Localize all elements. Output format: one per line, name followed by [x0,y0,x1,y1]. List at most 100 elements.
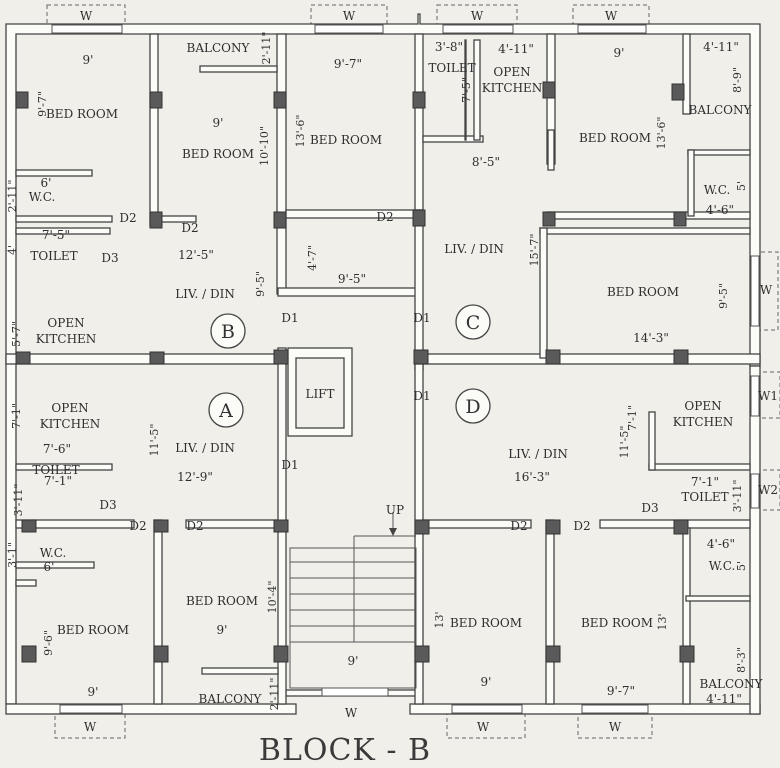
room-label: OPEN [51,401,88,415]
dimension-label: 9'-6" [42,630,55,656]
window-label: W [609,720,622,734]
dimension-label: 12'-5" [178,248,214,262]
lift-label: LIFT [305,387,334,401]
dimension-label: 9'-7" [36,91,49,117]
room-label: BED ROOM [581,616,653,630]
room-label: TOILET [428,61,475,75]
room-label: BED ROOM [186,594,258,608]
window-label: W [477,720,490,734]
room-label: BED ROOM [310,133,382,147]
room-label: KITCHEN [40,417,101,431]
dimension-label: 9' [481,675,492,689]
dimension-label: 9' [88,685,99,699]
dimension-label: 8'-3" [735,647,748,673]
flat-markers: B C A D [208,304,491,428]
dimension-label: 13'-6" [294,115,307,148]
room-label: BALCONY [199,692,263,706]
dimension-label: 2'-11" [260,32,273,65]
dimension-label: 8'-9" [731,67,744,93]
window-label: W [80,9,93,23]
room-label: W.C. [709,559,736,573]
dimension-label: 4'-11" [498,42,534,56]
room-label: KITCHEN [36,332,97,346]
dimension-label: 11'-5" [618,426,631,459]
door-label: D2 [376,210,393,224]
dimension-label: 3'-1" [6,542,19,568]
window-labels: W W W W W W1 W2 W W W W [80,9,778,734]
room-label: BED ROOM [579,131,651,145]
door-label: D2 [510,519,527,533]
window-label: W [84,720,97,734]
room-label: W.C. [40,546,67,560]
room-label: OPEN [684,399,721,413]
room-label: KITCHEN [482,81,543,95]
room-label: OPEN [493,65,530,79]
room-label: BED ROOM [450,616,522,630]
window-label: W [345,706,358,720]
room-label: KITCHEN [673,415,734,429]
dimension-label: 4'-11" [706,692,742,706]
room-label: BED ROOM [57,623,129,637]
dimension-label: 7'-1" [10,403,23,429]
dimension-label: 13' [433,611,446,628]
door-label: D3 [99,498,116,512]
door-label: D2 [186,519,203,533]
window-1-label: W1 [758,389,778,403]
dimension-label: 9' [614,46,625,60]
dimension-label: 9' [217,623,228,637]
door-label: D2 [181,221,198,235]
door-label: D1 [281,311,298,325]
dimension-label: 4'-11" [703,40,739,54]
dimension-label: 13' [656,613,669,630]
flat-d-label: D [465,396,480,418]
door-label: D1 [281,458,298,472]
dimension-label: 5' [735,181,748,191]
room-label: LIV. / DIN [508,447,568,461]
dimension-label: 3'-8" [435,40,463,54]
room-label: OPEN [47,316,84,330]
staircase [289,512,417,689]
dimension-label: 15'-7" [528,234,541,267]
room-label: LIV. / DIN [175,287,235,301]
door-label: D1 [413,311,430,325]
dimension-label: 10'-10" [258,126,271,166]
dimension-label: 5' [735,561,748,571]
interior-walls [5,33,761,705]
room-label: BALCONY [689,103,753,117]
dimension-label: 9'-5" [338,272,366,286]
dimension-label: 4'-7" [306,245,319,271]
dimension-label: 7'-6" [43,442,71,456]
dimension-label: 9'-5" [254,271,267,297]
dimension-label: 9'-7" [334,57,362,71]
dimension-label: 11'-5" [148,424,161,457]
room-label: BED ROOM [182,147,254,161]
window-2-label: W2 [758,483,778,497]
dimension-label: 12'-9" [177,470,213,484]
room-label: BED ROOM [607,285,679,299]
flat-c-label: C [466,312,481,334]
door-labels: D2 D2 D2 D3 D1 D1 D1 D1 D3 D2 D2 D2 D2 D… [99,210,658,533]
door-label: D3 [641,501,658,515]
dimension-label: 5'-7" [10,321,23,347]
window-panes [51,24,760,714]
flat-a-label: A [218,400,233,422]
window-label: W [760,283,773,297]
dimension-label: 4'-6" [706,203,734,217]
dimension-label: 3'-11" [12,484,25,517]
room-label: W.C. [29,190,56,204]
dimension-label: 16'-3" [514,470,550,484]
door-label: D2 [119,211,136,225]
dimension-label: 13'-6" [655,117,668,150]
window-label: W [471,9,484,23]
dimension-label: 9' [213,116,224,130]
room-label: BALCONY [187,41,251,55]
dimension-label: 9' [348,654,359,668]
dimension-label: 6' [44,560,55,574]
dimension-label: 7'-5" [42,228,70,242]
door-label: D3 [101,251,118,265]
columns [15,81,695,663]
room-label: LIV. / DIN [175,441,235,455]
dimension-labels: 9' 9' 6' 7'-5" 12'-5" 9'-7" 9'-5" 3'-8" … [6,32,748,711]
dimension-label: 7'-1" [44,474,72,488]
dimension-label: 10'-4" [266,581,279,614]
